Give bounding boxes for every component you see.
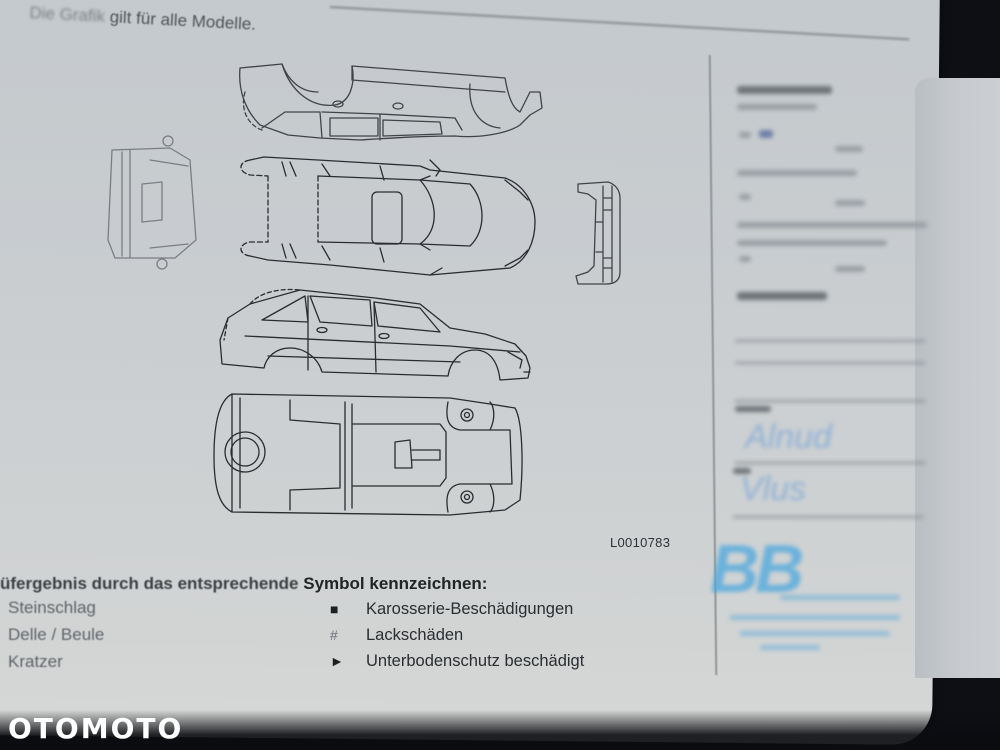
legend-title-suffix: Symbol kennzeichnen: [303,574,488,593]
legend-label: Karosserie-Beschädigungen [366,599,574,618]
underbody-view [213,393,523,516]
legend-right-column: ■ Karosserie-Beschädigungen # Lackschäde… [330,596,584,674]
legend-item-scratch: Kratzer [8,652,63,671]
otomoto-watermark: OTOMOTO [8,712,184,745]
front-view [575,181,621,285]
legend-title-prefix: üfergebnis durch das entsprechende [0,574,299,593]
legend-title: üfergebnis durch das entsprechende Symbo… [0,574,487,594]
legend-left-column: Steinschlag Delle / Beule Kratzer [8,596,104,677]
legend-item-underbody-damage: ► Unterbodenschutz beschädigt [330,648,584,674]
legend-item-paint-damage: # Lackschäden [330,622,584,648]
legend-label: Unterbodenschutz beschädigt [366,651,585,670]
top-view-roof [240,156,536,276]
rear-view [107,135,197,270]
side-view [219,288,531,381]
top-view-upper-body [239,63,543,141]
next-page-edge [915,78,1000,678]
legend-label: Lackschäden [366,625,464,644]
hash-icon: # [330,627,338,643]
inspection-record-column [725,70,927,690]
filled-square-icon: ■ [330,601,339,617]
legend-item-body-damage: ■ Karosserie-Beschädigungen [330,596,584,622]
dealer-stamp: BB [710,531,804,607]
triangle-right-icon: ► [330,653,344,669]
vehicle-damage-diagram [107,63,621,516]
legend-item-stone-chip: Steinschlag [8,598,96,617]
figure-code: L0010783 [610,535,671,550]
dealer-stamp-lines [720,585,910,655]
handwriting-date: Alnud [745,418,832,456]
handwriting-signature: Vlus [740,470,807,508]
legend-item-dent: Delle / Beule [8,625,105,644]
